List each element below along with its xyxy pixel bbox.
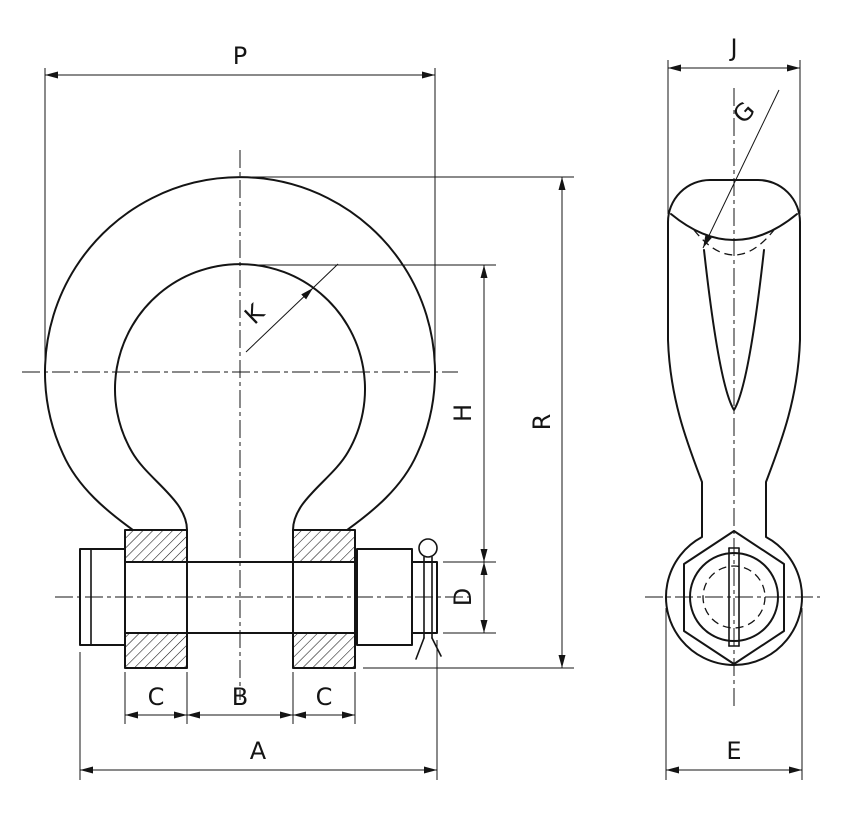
dim-label-j: J: [728, 34, 737, 62]
right-ear-hatch-bottom: [292, 632, 356, 669]
pin-hex-head: [79, 548, 126, 646]
side-view: J G E: [645, 34, 820, 780]
bow-inner-profile: [114, 263, 366, 531]
dim-k-leader: [245, 287, 314, 353]
saddle-visible-edge: [670, 213, 798, 241]
dim-label-r: R: [528, 414, 556, 431]
dim-label-p: P: [233, 42, 247, 70]
saddle-hidden-edge: [693, 229, 775, 256]
dim-label-b: B: [232, 683, 248, 711]
dim-k-leader-tail: [312, 263, 339, 289]
dim-label-k: K: [239, 298, 271, 330]
dim-g-leader: [702, 89, 780, 249]
right-ear-hatch-top: [292, 529, 356, 563]
dim-label-a: A: [250, 737, 267, 765]
dim-label-g: G: [727, 96, 760, 129]
dim-label-c-left: C: [148, 683, 165, 711]
dim-label-d: D: [449, 588, 477, 606]
dim-label-h: H: [449, 404, 477, 422]
side-body-outline: [665, 179, 803, 666]
pin-hidden-circle: [702, 565, 766, 629]
pin-end-circle: [689, 552, 779, 642]
cotter-pin-ring: [418, 538, 438, 558]
nut-hexagon: [683, 530, 785, 665]
bow-outer-profile: [44, 176, 436, 531]
left-ear-hatch-top: [124, 529, 188, 563]
fork-inner-slot: [703, 249, 765, 411]
front-view: P A C B C H D R K: [22, 42, 574, 780]
dim-label-e: E: [726, 737, 741, 765]
dim-label-c-right: C: [316, 683, 333, 711]
left-ear-hatch-bottom: [124, 632, 188, 669]
cotter-pin-leg-left: [415, 637, 425, 660]
